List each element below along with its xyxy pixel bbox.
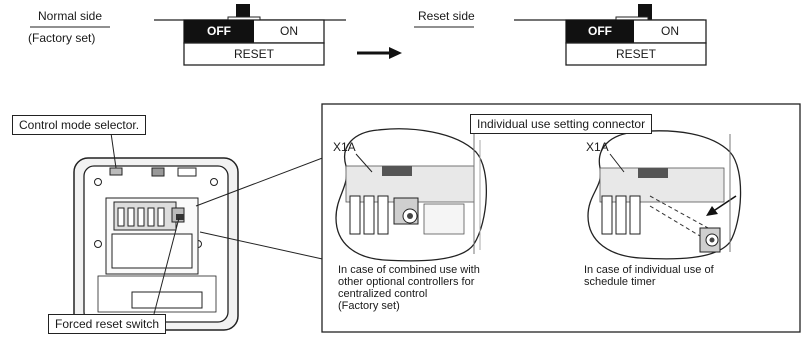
control-mode-selector-callout: Control mode selector. — [12, 115, 147, 135]
switch-off-label-left: OFF — [207, 24, 231, 38]
caption-right-line-2: schedule timer — [584, 276, 656, 288]
normal-side-switch — [154, 4, 346, 66]
caption-left-line-3: centralized control — [338, 288, 428, 300]
switch-on-label-right: ON — [661, 24, 679, 38]
factory-set-label: (Factory set) — [28, 31, 96, 45]
caption-left-line-4: (Factory set) — [338, 300, 400, 312]
caption-right-line-1: In case of individual use of — [584, 264, 714, 276]
switch-reset-label-left: RESET — [233, 47, 274, 61]
switch-reset-label-right: RESET — [615, 47, 656, 61]
connector-detail-right — [587, 130, 742, 260]
switch-off-label-right: OFF — [588, 24, 612, 38]
switch-on-label-left: ON — [280, 24, 298, 38]
normal-side-label: Normal side — [38, 9, 103, 23]
forced-reset-switch-callout: Forced reset switch — [48, 314, 167, 334]
controller-unit — [73, 157, 239, 331]
x1a-label-left: X1A — [333, 140, 356, 154]
reset-side-switch — [514, 4, 707, 66]
caption-left-line-1: In case of combined use with — [338, 264, 480, 276]
x1a-label-right: X1A — [586, 140, 609, 154]
connector-title-callout: Individual use setting connector — [470, 114, 653, 134]
connector-detail-left — [335, 128, 488, 262]
right-arrow — [357, 47, 402, 59]
caption-left-line-2: other optional controllers for — [338, 276, 475, 288]
reset-side-label: Reset side — [418, 9, 475, 23]
